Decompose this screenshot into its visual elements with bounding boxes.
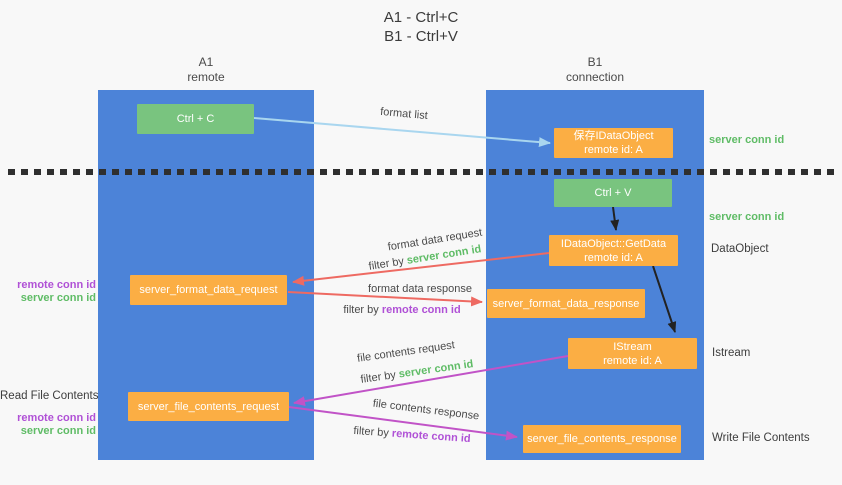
remote-conn-id-token: remote conn id: [391, 427, 471, 446]
label-dataobject: DataObject: [711, 243, 769, 255]
ctrl-v-label: Ctrl + V: [594, 187, 632, 199]
label-format-list: format list: [379, 105, 429, 123]
format-response-label: server_format_data_response: [492, 297, 640, 310]
label-server-conn-id-top: server conn id: [709, 134, 785, 146]
label-server-conn-id-left1: server conn id: [20, 292, 96, 304]
box-server-format-data-response: server_format_data_response: [487, 289, 645, 318]
label-file-contents-response: file contents response: [372, 397, 480, 423]
label-filter-by-remote-conn-id-2: filter by remote conn id: [351, 425, 474, 445]
label-read-file-contents: Read File Contents: [0, 390, 99, 402]
column-a-header: A1 remote: [98, 55, 314, 85]
label-filter-by-remote-conn-id-1: filter by remote conn id: [341, 304, 463, 316]
box-save-idataobject: 保存IDataObject remote id: A: [554, 128, 673, 158]
file-response-label: server_file_contents_response: [527, 433, 677, 445]
box-idataobject-getdata: IDataObject::GetData remote id: A: [549, 235, 678, 266]
istream-line1: IStream: [613, 340, 652, 353]
filter-by-text: filter by: [367, 254, 408, 273]
box-istream: IStream remote id: A: [568, 338, 697, 369]
getdata-line1: IDataObject::GetData: [560, 237, 667, 250]
server-conn-id-token: server conn id: [397, 358, 475, 381]
box-server-format-data-request: server_format_data_request: [130, 275, 287, 305]
column-b-role: connection: [565, 70, 625, 84]
column-a-name: A1: [198, 55, 214, 69]
label-remote-conn-id-left1: remote conn id: [17, 279, 96, 291]
getdata-line2: remote id: A: [584, 251, 643, 264]
box-ctrl-v: Ctrl + V: [554, 179, 672, 207]
label-istream: Istream: [712, 347, 751, 359]
save-idataobject-line1: 保存IDataObject: [573, 130, 654, 142]
label-server-conn-id-mid: server conn id: [709, 211, 785, 223]
label-write-file-contents: Write File Contents: [712, 432, 810, 444]
filter-by-text: filter by: [353, 424, 393, 440]
filter-by-text: filter by: [359, 368, 400, 386]
label-format-data-response: format data response: [368, 283, 472, 295]
title-line-1: A1 - Ctrl+C: [383, 9, 459, 26]
filter-by-text: filter by: [343, 304, 382, 316]
diagram-title: A1 - Ctrl+C B1 - Ctrl+V: [0, 8, 842, 46]
box-server-file-contents-request: server_file_contents_request: [128, 392, 289, 421]
column-a-role: remote: [187, 70, 225, 84]
phase-separator-dashed-line: [8, 169, 834, 175]
column-b-header: B1 connection: [486, 55, 704, 85]
label-server-conn-id-left2: server conn id: [20, 425, 96, 437]
save-idataobject-line2: remote id: A: [584, 144, 643, 156]
label-remote-conn-id-left2: remote conn id: [17, 412, 96, 424]
file-request-label: server_file_contents_request: [137, 400, 280, 413]
format-request-label: server_format_data_request: [139, 284, 278, 296]
istream-line2: remote id: A: [603, 354, 662, 367]
box-server-file-contents-response: server_file_contents_response: [523, 425, 681, 453]
column-b-name: B1: [587, 55, 603, 69]
title-line-2: B1 - Ctrl+V: [384, 28, 458, 45]
box-ctrl-c: Ctrl + C: [137, 104, 254, 134]
remote-conn-id-token: remote conn id: [381, 304, 461, 316]
ctrl-c-label: Ctrl + C: [176, 113, 215, 125]
